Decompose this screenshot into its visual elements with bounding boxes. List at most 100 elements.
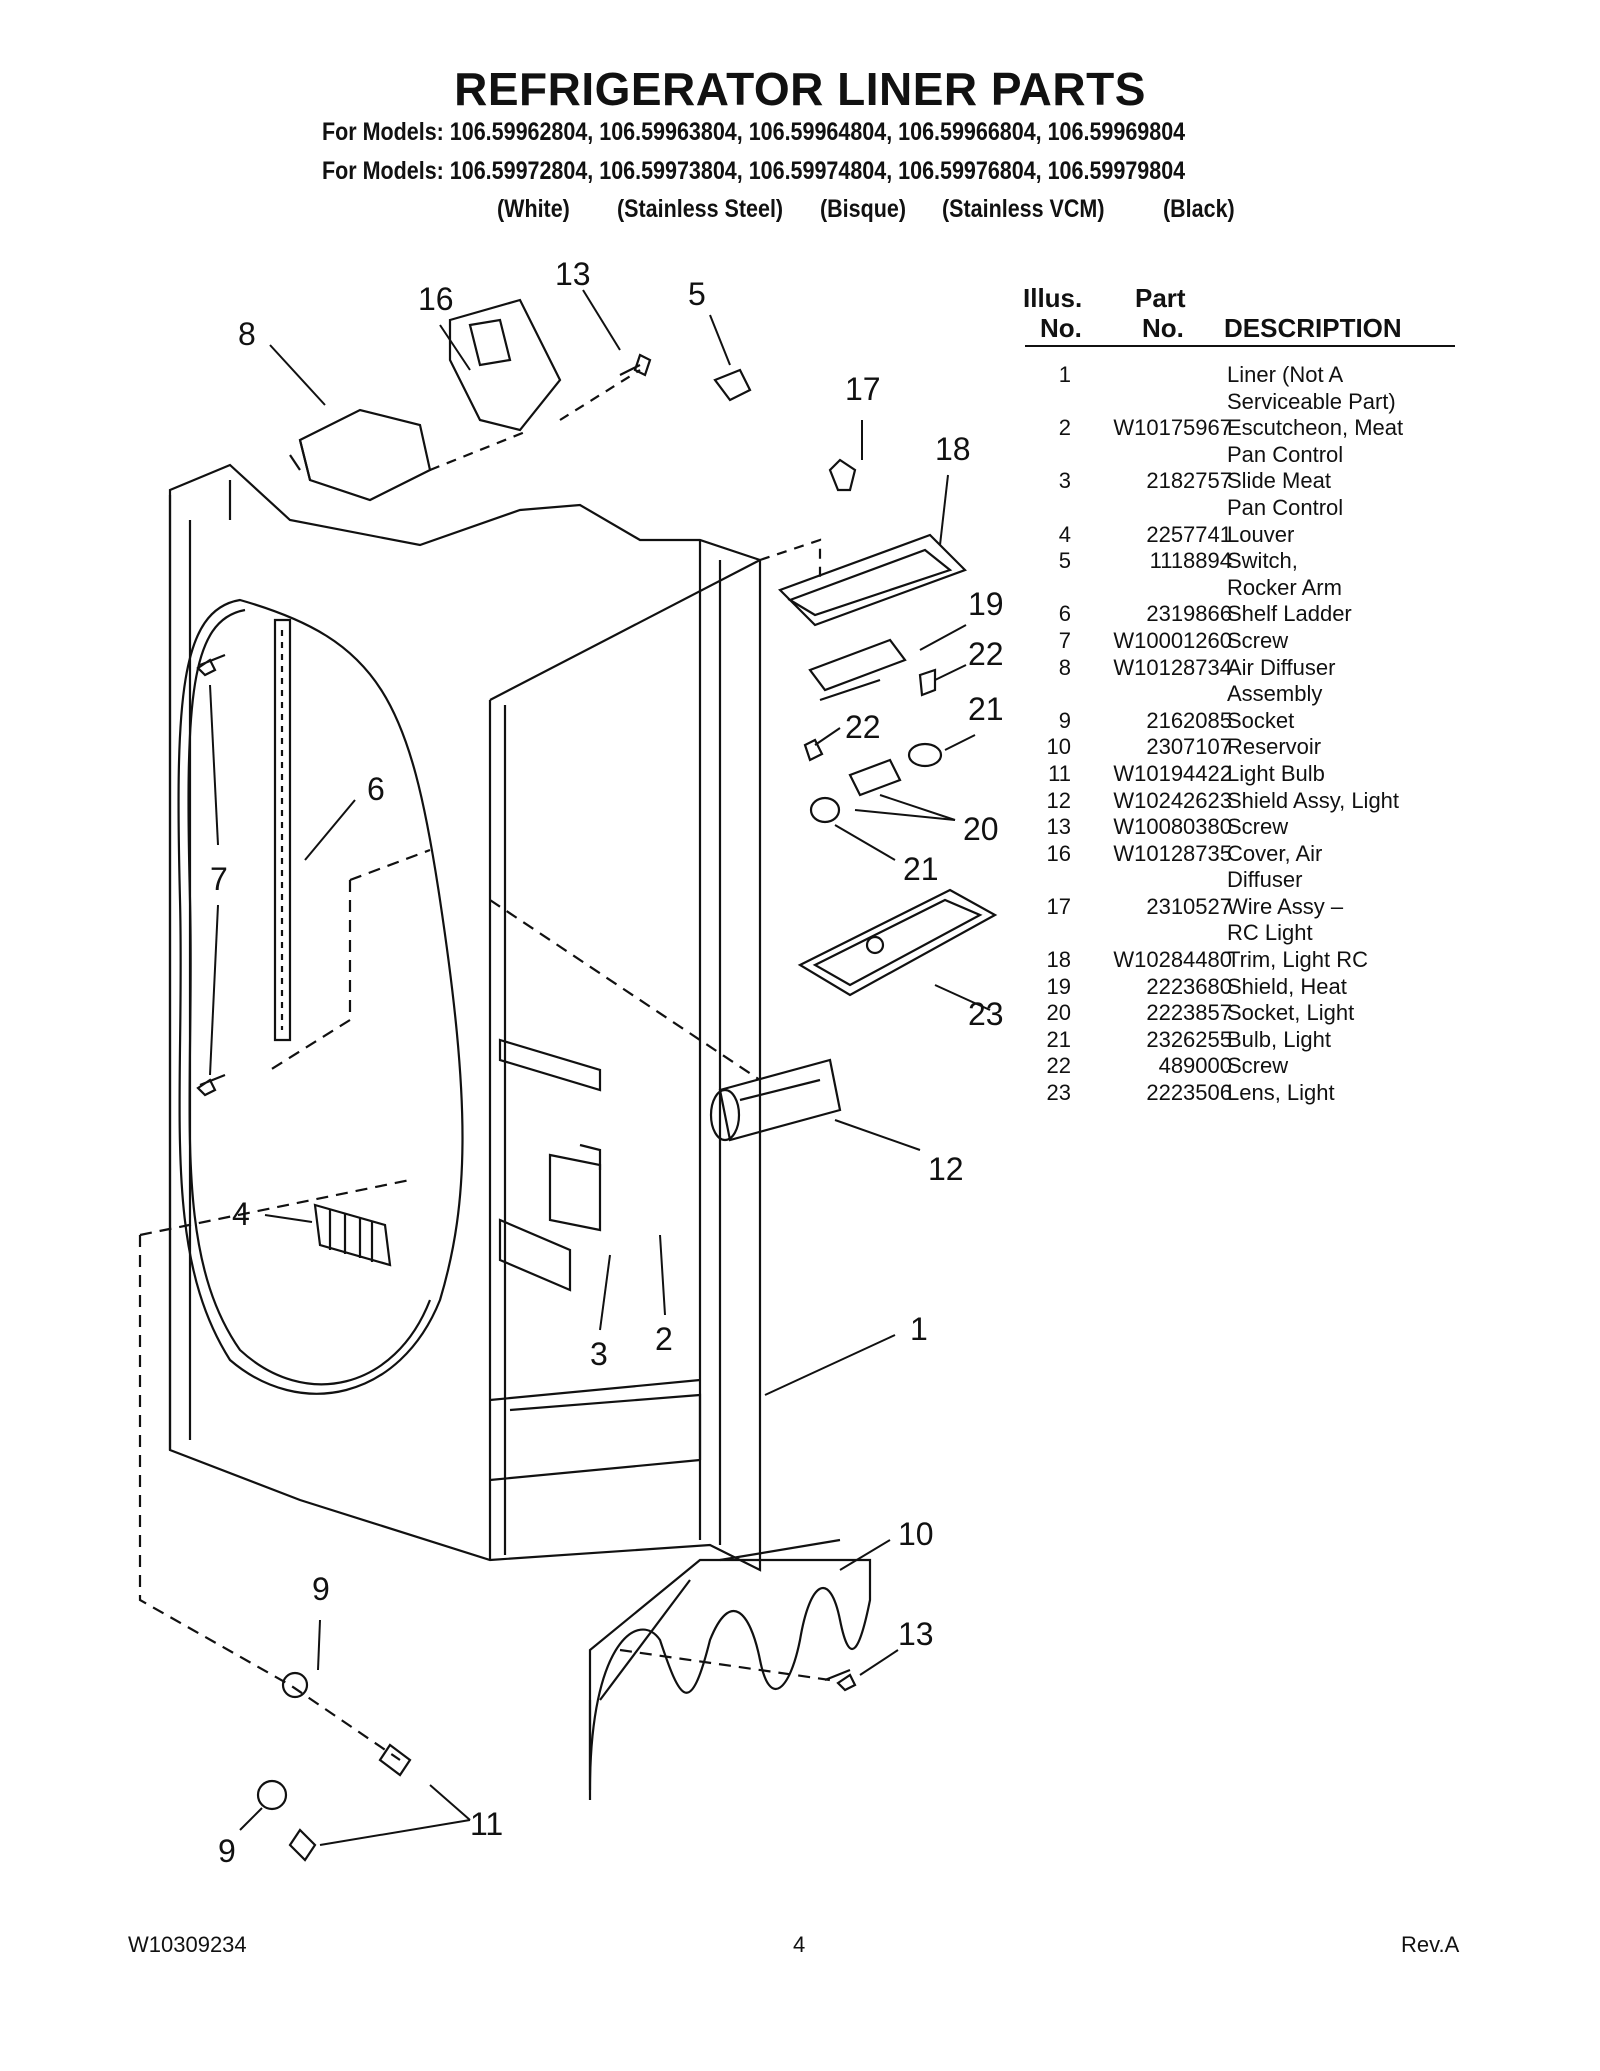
part-description: Socket, Light [1227, 1000, 1355, 1026]
callout-16: 16 [418, 281, 454, 317]
part-description: Screw [1227, 814, 1289, 840]
part-description: Screw [1227, 627, 1289, 653]
louver [313, 1203, 392, 1267]
callout-13-top: 13 [555, 256, 591, 292]
part-description: Louver [1227, 521, 1295, 547]
part-description: Switch, Rocker Arm [1227, 548, 1342, 600]
header-illus-bottom: No. [1040, 313, 1082, 343]
header-illus-top: Illus. [1023, 283, 1083, 313]
callout-9-lower: 9 [218, 1833, 236, 1869]
illus-number: 21 [1046, 1026, 1071, 1052]
part-number: 2223506 [1146, 1080, 1232, 1106]
color-white: (White) [497, 195, 570, 223]
callout-9-upper: 9 [312, 1571, 330, 1607]
part-number: W10284480 [1113, 947, 1232, 973]
callout-21-lower: 21 [903, 851, 939, 887]
callout-labels: 16 13 5 8 17 18 19 22 22 21 6 20 21 7 23… [210, 256, 1004, 1869]
page-title: REFRIGERATOR LINER PARTS [454, 63, 1146, 115]
illus-number: 17 [1046, 893, 1071, 919]
color-stainless-vcm: (Stainless VCM) [942, 195, 1105, 223]
callout-4: 4 [232, 1196, 250, 1232]
socket-9-upper [281, 1671, 309, 1699]
part-description: Wire Assy – RC Light [1227, 893, 1344, 946]
bulb-11-upper [378, 1743, 412, 1777]
part-number: W10128735 [1113, 840, 1232, 866]
callout-22-left: 22 [845, 709, 881, 745]
part-description: Escutcheon, Meat Pan Control [1227, 415, 1404, 467]
callout-21-upper: 21 [968, 691, 1004, 727]
callout-19: 19 [968, 586, 1004, 622]
callout-11: 11 [470, 1806, 503, 1842]
cover-air-diffuser [448, 298, 562, 432]
screw-13-top [619, 353, 652, 377]
callout-20: 20 [963, 811, 999, 847]
part-number: W10175967 [1113, 415, 1232, 441]
part-number: 489000 [1158, 1053, 1232, 1079]
part-number: 2223857 [1146, 1000, 1232, 1026]
illus-number: 13 [1046, 814, 1071, 840]
callout-6: 6 [367, 771, 385, 807]
illus-number: 10 [1046, 734, 1071, 760]
callout-23: 23 [968, 996, 1004, 1032]
models-line-1: For Models: 106.59962804, 106.59963804, … [322, 118, 1186, 146]
illus-number: 7 [1058, 627, 1071, 653]
part-number: 2310527 [1146, 893, 1232, 919]
light-socket-bulbs [803, 668, 943, 824]
header-part-bottom: No. [1142, 313, 1184, 343]
part-number: W10242623 [1113, 787, 1232, 813]
part-number: 2257741 [1146, 521, 1232, 547]
screw-7-bottom [196, 1073, 226, 1097]
header-part-top: Part [1135, 283, 1186, 313]
part-description: Socket [1227, 707, 1295, 733]
rocker-switch [713, 368, 752, 402]
illus-number: 8 [1058, 654, 1071, 680]
screw-7-top [196, 653, 226, 677]
illus-number: 18 [1046, 947, 1071, 973]
part-description: Shelf Ladder [1227, 601, 1352, 627]
part-number: 2162085 [1146, 707, 1232, 733]
illus-number: 16 [1046, 840, 1071, 866]
shelf-ladder [273, 618, 292, 1042]
revision: Rev.A [1401, 1932, 1460, 1957]
page-number: 4 [793, 1932, 806, 1957]
part-description: Shield Assy, Light [1227, 787, 1400, 813]
bulb-11-lower [288, 1828, 317, 1862]
part-number: 2326255 [1146, 1026, 1232, 1052]
part-description: Liner (Not A Serviceable Part) [1227, 362, 1396, 414]
part-description: Light Bulb [1227, 760, 1325, 786]
illus-number: 4 [1058, 521, 1071, 547]
illus-number: 1 [1058, 362, 1071, 387]
wire-assy [828, 458, 857, 492]
part-number: W10001260 [1113, 627, 1232, 653]
gasket-outline [177, 598, 464, 1395]
liner-cabinet [168, 463, 762, 1572]
socket-9-lower [256, 1779, 288, 1811]
callout-2: 2 [655, 1321, 673, 1357]
part-description: Slide Meat Pan Control [1227, 468, 1344, 520]
reservoir [588, 1538, 872, 1800]
illus-number: 11 [1048, 760, 1071, 786]
callout-3: 3 [590, 1336, 608, 1372]
illus-number: 6 [1058, 601, 1071, 627]
part-number: 2223680 [1146, 973, 1232, 999]
part-number: 2307107 [1146, 734, 1232, 760]
part-description: Bulb, Light [1227, 1026, 1331, 1052]
callout-7: 7 [210, 861, 228, 897]
illus-number: 23 [1046, 1080, 1071, 1106]
